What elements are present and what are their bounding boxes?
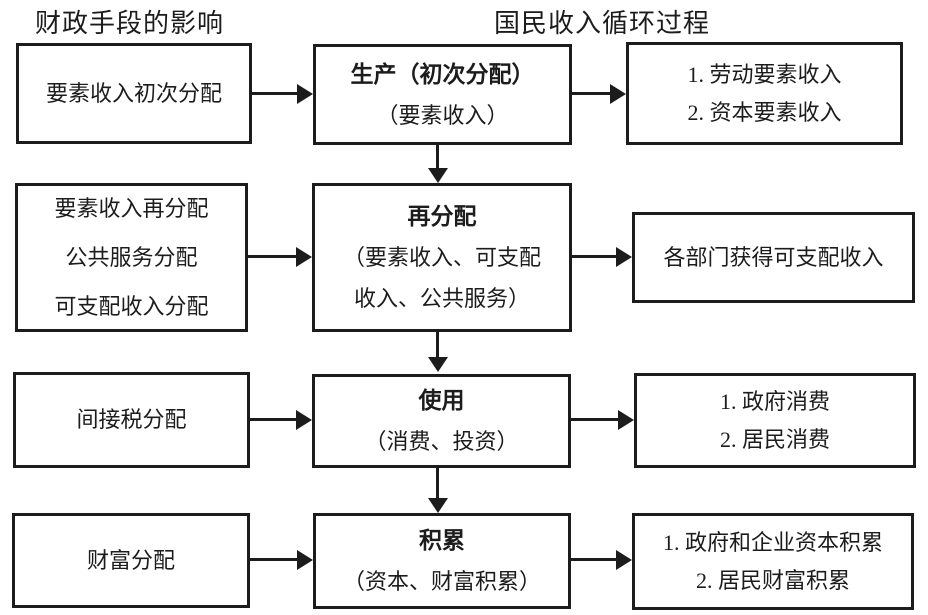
box-text: 1. 政府消费 (719, 388, 830, 414)
right-box-factor-incomes: 1. 劳动要素收入 2. 资本要素收入 (626, 42, 903, 145)
box-text: 要素收入初次分配 (45, 80, 222, 106)
center-box-redistribution: 再分配 （要素收入、可支配 收入、公共服务） (312, 183, 572, 332)
center-box-use: 使用 （消费、投资） (312, 374, 571, 468)
box-text: 公共服务分配 (65, 245, 198, 270)
title-income-cycle: 国民收入循环过程 (494, 9, 711, 38)
down-arrow (428, 145, 448, 183)
center-box-accumulation: 积累 （资本、财富积累） (313, 513, 571, 609)
right-arrow (571, 410, 634, 430)
box-text: 要素收入再分配 (54, 196, 209, 221)
box-text: 间接税分配 (76, 407, 187, 432)
box-text: 各部门获得可支配收入 (663, 244, 884, 270)
box-text: 财富分配 (86, 547, 175, 573)
box-subtitle: （资本、财富积累） (342, 569, 541, 594)
box-text: 1. 劳动要素收入 (687, 61, 842, 87)
box-text: 2. 资本要素收入 (687, 99, 842, 125)
box-text: 1. 政府和企业资本积累 (662, 529, 883, 555)
right-arrow (572, 247, 632, 267)
box-text: 2. 居民财富积累 (695, 567, 850, 593)
down-arrow (428, 332, 448, 372)
box-subtitle: （消费、投资） (364, 429, 519, 454)
box-title: 使用 (418, 388, 465, 413)
center-box-production: 生产（初次分配） （要素收入） (313, 44, 572, 145)
right-arrow (571, 550, 632, 570)
right-arrow (248, 247, 312, 267)
box-text: 2. 居民消费 (719, 426, 830, 452)
box-subtitle: 收入、公共服务） (353, 286, 530, 311)
right-arrow (250, 550, 313, 570)
box-text: 可支配收入分配 (54, 294, 209, 319)
right-arrow (572, 84, 626, 104)
box-title: 积累 (419, 528, 465, 553)
box-title: 生产（初次分配） (350, 61, 535, 87)
down-arrow (428, 468, 448, 513)
right-box-disposable-income: 各部门获得可支配收入 (632, 212, 915, 303)
right-box-accumulation-results: 1. 政府和企业资本积累 2. 居民财富积累 (632, 513, 914, 610)
left-box-wealth-distribution: 财富分配 (12, 513, 250, 608)
title-fiscal-impact: 财政手段的影响 (35, 9, 225, 38)
box-title: 再分配 (407, 204, 477, 229)
box-subtitle: （要素收入） (376, 102, 509, 128)
right-arrow (252, 84, 313, 104)
right-box-consumption: 1. 政府消费 2. 居民消费 (634, 373, 916, 468)
right-arrow (250, 410, 312, 430)
box-subtitle: （要素收入、可支配 (342, 245, 541, 270)
left-box-indirect-tax-distribution: 间接税分配 (13, 372, 250, 468)
left-box-redistribution-inputs: 要素收入再分配 公共服务分配 可支配收入分配 (15, 183, 248, 332)
left-box-primary-factor-distribution: 要素收入初次分配 (16, 43, 252, 144)
